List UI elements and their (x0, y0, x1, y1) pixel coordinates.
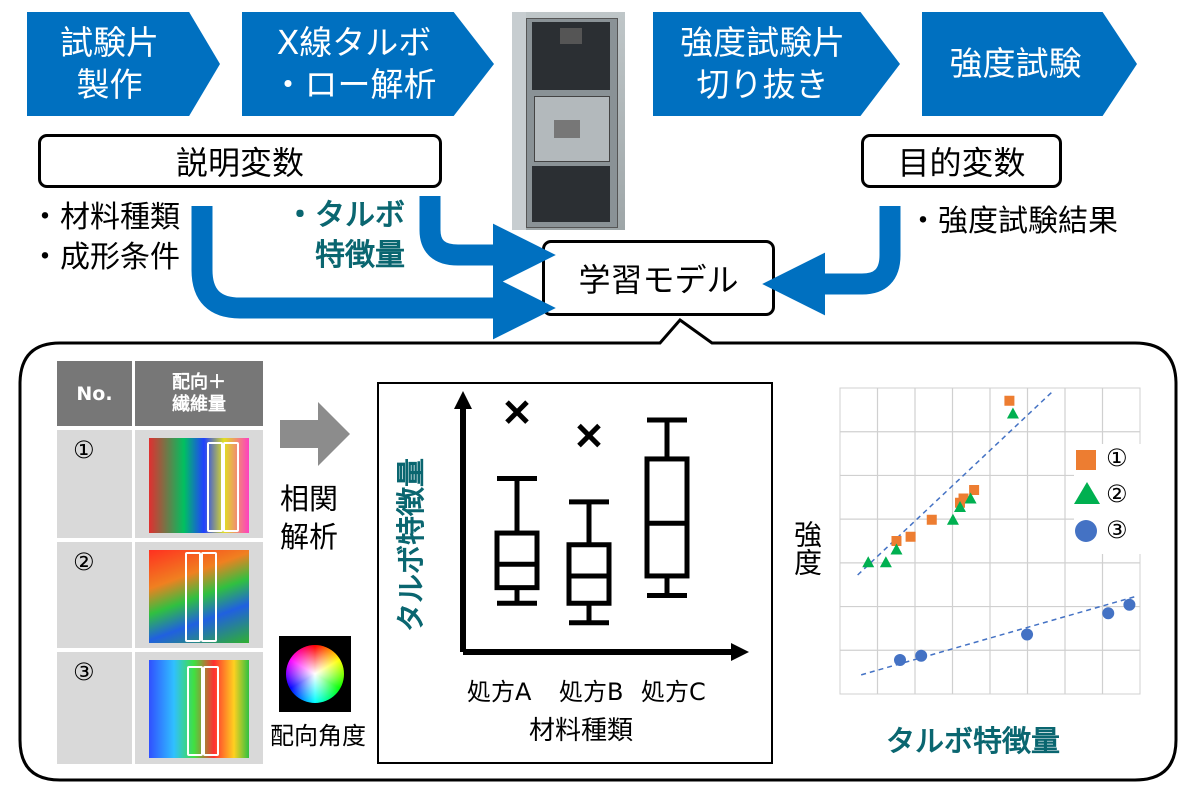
point-series-1 (905, 531, 916, 542)
arrow-talbot-to-model (419, 196, 556, 287)
flow-step-xray: X線タルボ ・ロー解析 (242, 12, 494, 116)
point-series-3 (894, 654, 906, 666)
correlation-label: 相関 解析 (280, 482, 339, 554)
scatter-ylabel: 強度 (790, 520, 823, 576)
trend-line-lower (860, 595, 1137, 676)
legend-label-3: ③ (1106, 516, 1128, 544)
color-wheel-icon (279, 636, 351, 712)
scatter-xlabel: タルボ特徴量 (886, 724, 1061, 758)
table-row-image (135, 430, 263, 538)
scatter-legend: ① ② ③ (1074, 444, 1144, 554)
flow-step-cutout: 強度試験片 切り抜き (653, 12, 900, 116)
legend-circle-icon (1075, 520, 1097, 542)
point-series-2 (954, 501, 966, 512)
boxplot-ylabel: タルボ特徴量 (394, 458, 428, 633)
outlier-mark (505, 400, 529, 424)
point-series-3 (1021, 628, 1034, 641)
point-series-2 (862, 556, 875, 568)
box-3 (644, 417, 690, 598)
table-row: ② (57, 542, 132, 648)
point-series-3 (1123, 598, 1136, 611)
table-row-image (135, 542, 263, 648)
point-series-1 (969, 485, 980, 495)
boxplot-tick-b: 処方B (559, 678, 624, 706)
table-row-image (135, 652, 263, 764)
arrow-result-to-model (762, 206, 901, 316)
boxplot-panel: タルボ特徴量 処方A 処方B 処方C 材料種類 (377, 382, 773, 764)
flow-step-strength-test: 強度試験 (922, 12, 1137, 116)
objective-variable-box: 目的変数 (861, 134, 1062, 188)
point-series-1 (1004, 395, 1015, 406)
strength-result-label: ・強度試験結果 (908, 204, 1118, 239)
boxplot-tick-c: 処方C (641, 678, 706, 706)
outlier-mark (577, 423, 601, 448)
row-label: ① (73, 436, 95, 464)
orientation-angle-caption: 配向角度 (270, 722, 366, 750)
box-body (494, 530, 540, 591)
point-series-3 (915, 649, 928, 662)
talbot-feature-label: ・タルボ 特徴量 (285, 198, 405, 273)
table-row: ③ (57, 652, 132, 764)
boxplot-tick-a: 処方A (467, 678, 532, 706)
legend-label-1: ① (1106, 444, 1128, 472)
xray-machine-photo (512, 12, 625, 230)
box-1 (494, 400, 540, 606)
table-header-no: No. (57, 361, 132, 426)
flow-step-specimen: 試験片 製作 (27, 12, 220, 116)
arrow-inputs-to-model (191, 206, 556, 340)
table-row: ① (57, 430, 132, 538)
point-series-2 (964, 492, 977, 504)
point-series-3 (1102, 607, 1115, 620)
point-series-2 (879, 556, 892, 568)
legend-label-2: ② (1106, 480, 1128, 508)
legend-triangle-icon (1074, 482, 1100, 504)
boxplot-xlabel: 材料種類 (529, 716, 634, 746)
orientation-map-3 (149, 660, 249, 758)
boxplot-chart (454, 391, 749, 661)
box-2 (566, 423, 612, 626)
specimen-table: No. 配向＋ 繊維量 ① ② ③ (57, 361, 263, 764)
row-label: ③ (73, 658, 95, 686)
box-body (644, 456, 690, 579)
input-items: ・材料種類 ・成形条件 (30, 200, 180, 275)
legend-square-icon (1076, 450, 1096, 470)
callout-frame (18, 317, 1178, 782)
point-series-2 (890, 543, 903, 555)
row-label: ② (73, 548, 95, 576)
correlation-arrow-icon (280, 402, 350, 466)
table-header-orientation: 配向＋ 繊維量 (135, 361, 263, 426)
point-series-1 (891, 536, 902, 546)
point-series-2 (946, 513, 959, 525)
point-series-1 (926, 514, 937, 525)
explanatory-variables-box: 説明変数 (38, 134, 442, 188)
orientation-map-1 (149, 438, 249, 533)
point-series-2 (1006, 407, 1019, 419)
point-series-1 (958, 493, 969, 504)
